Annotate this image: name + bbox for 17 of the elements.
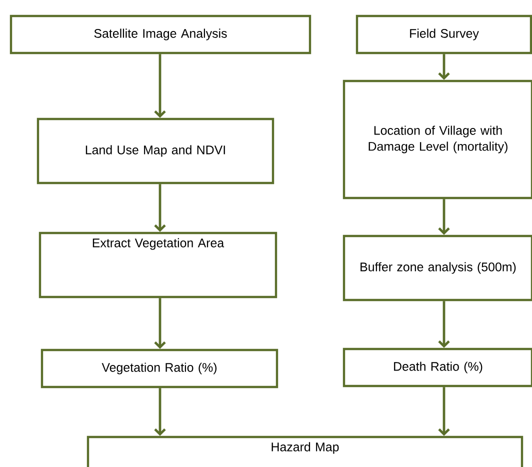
arrow (438, 340, 450, 348)
arrow (438, 428, 450, 436)
process-box: Location of Village with Damage Level (mortality) (342, 80, 532, 200)
process-box: Extract Vegetation Area (38, 232, 278, 298)
arrow (154, 428, 166, 436)
process-box: Buffer zone analysis (500m) (342, 234, 532, 302)
process-box: Satellite Image Analysis (10, 14, 312, 54)
arrow (154, 224, 166, 232)
process-box: Vegetation Ratio (%) (40, 348, 278, 388)
process-box: Land Use Map and NDVI (36, 118, 274, 184)
process-box: Hazard Map (86, 436, 524, 467)
arrow (438, 72, 450, 80)
arrow (154, 110, 166, 118)
process-box: Death Ratio (%) (342, 348, 532, 388)
process-box: Field Survey (356, 14, 532, 54)
arrow (154, 341, 166, 349)
arrow (438, 227, 450, 235)
